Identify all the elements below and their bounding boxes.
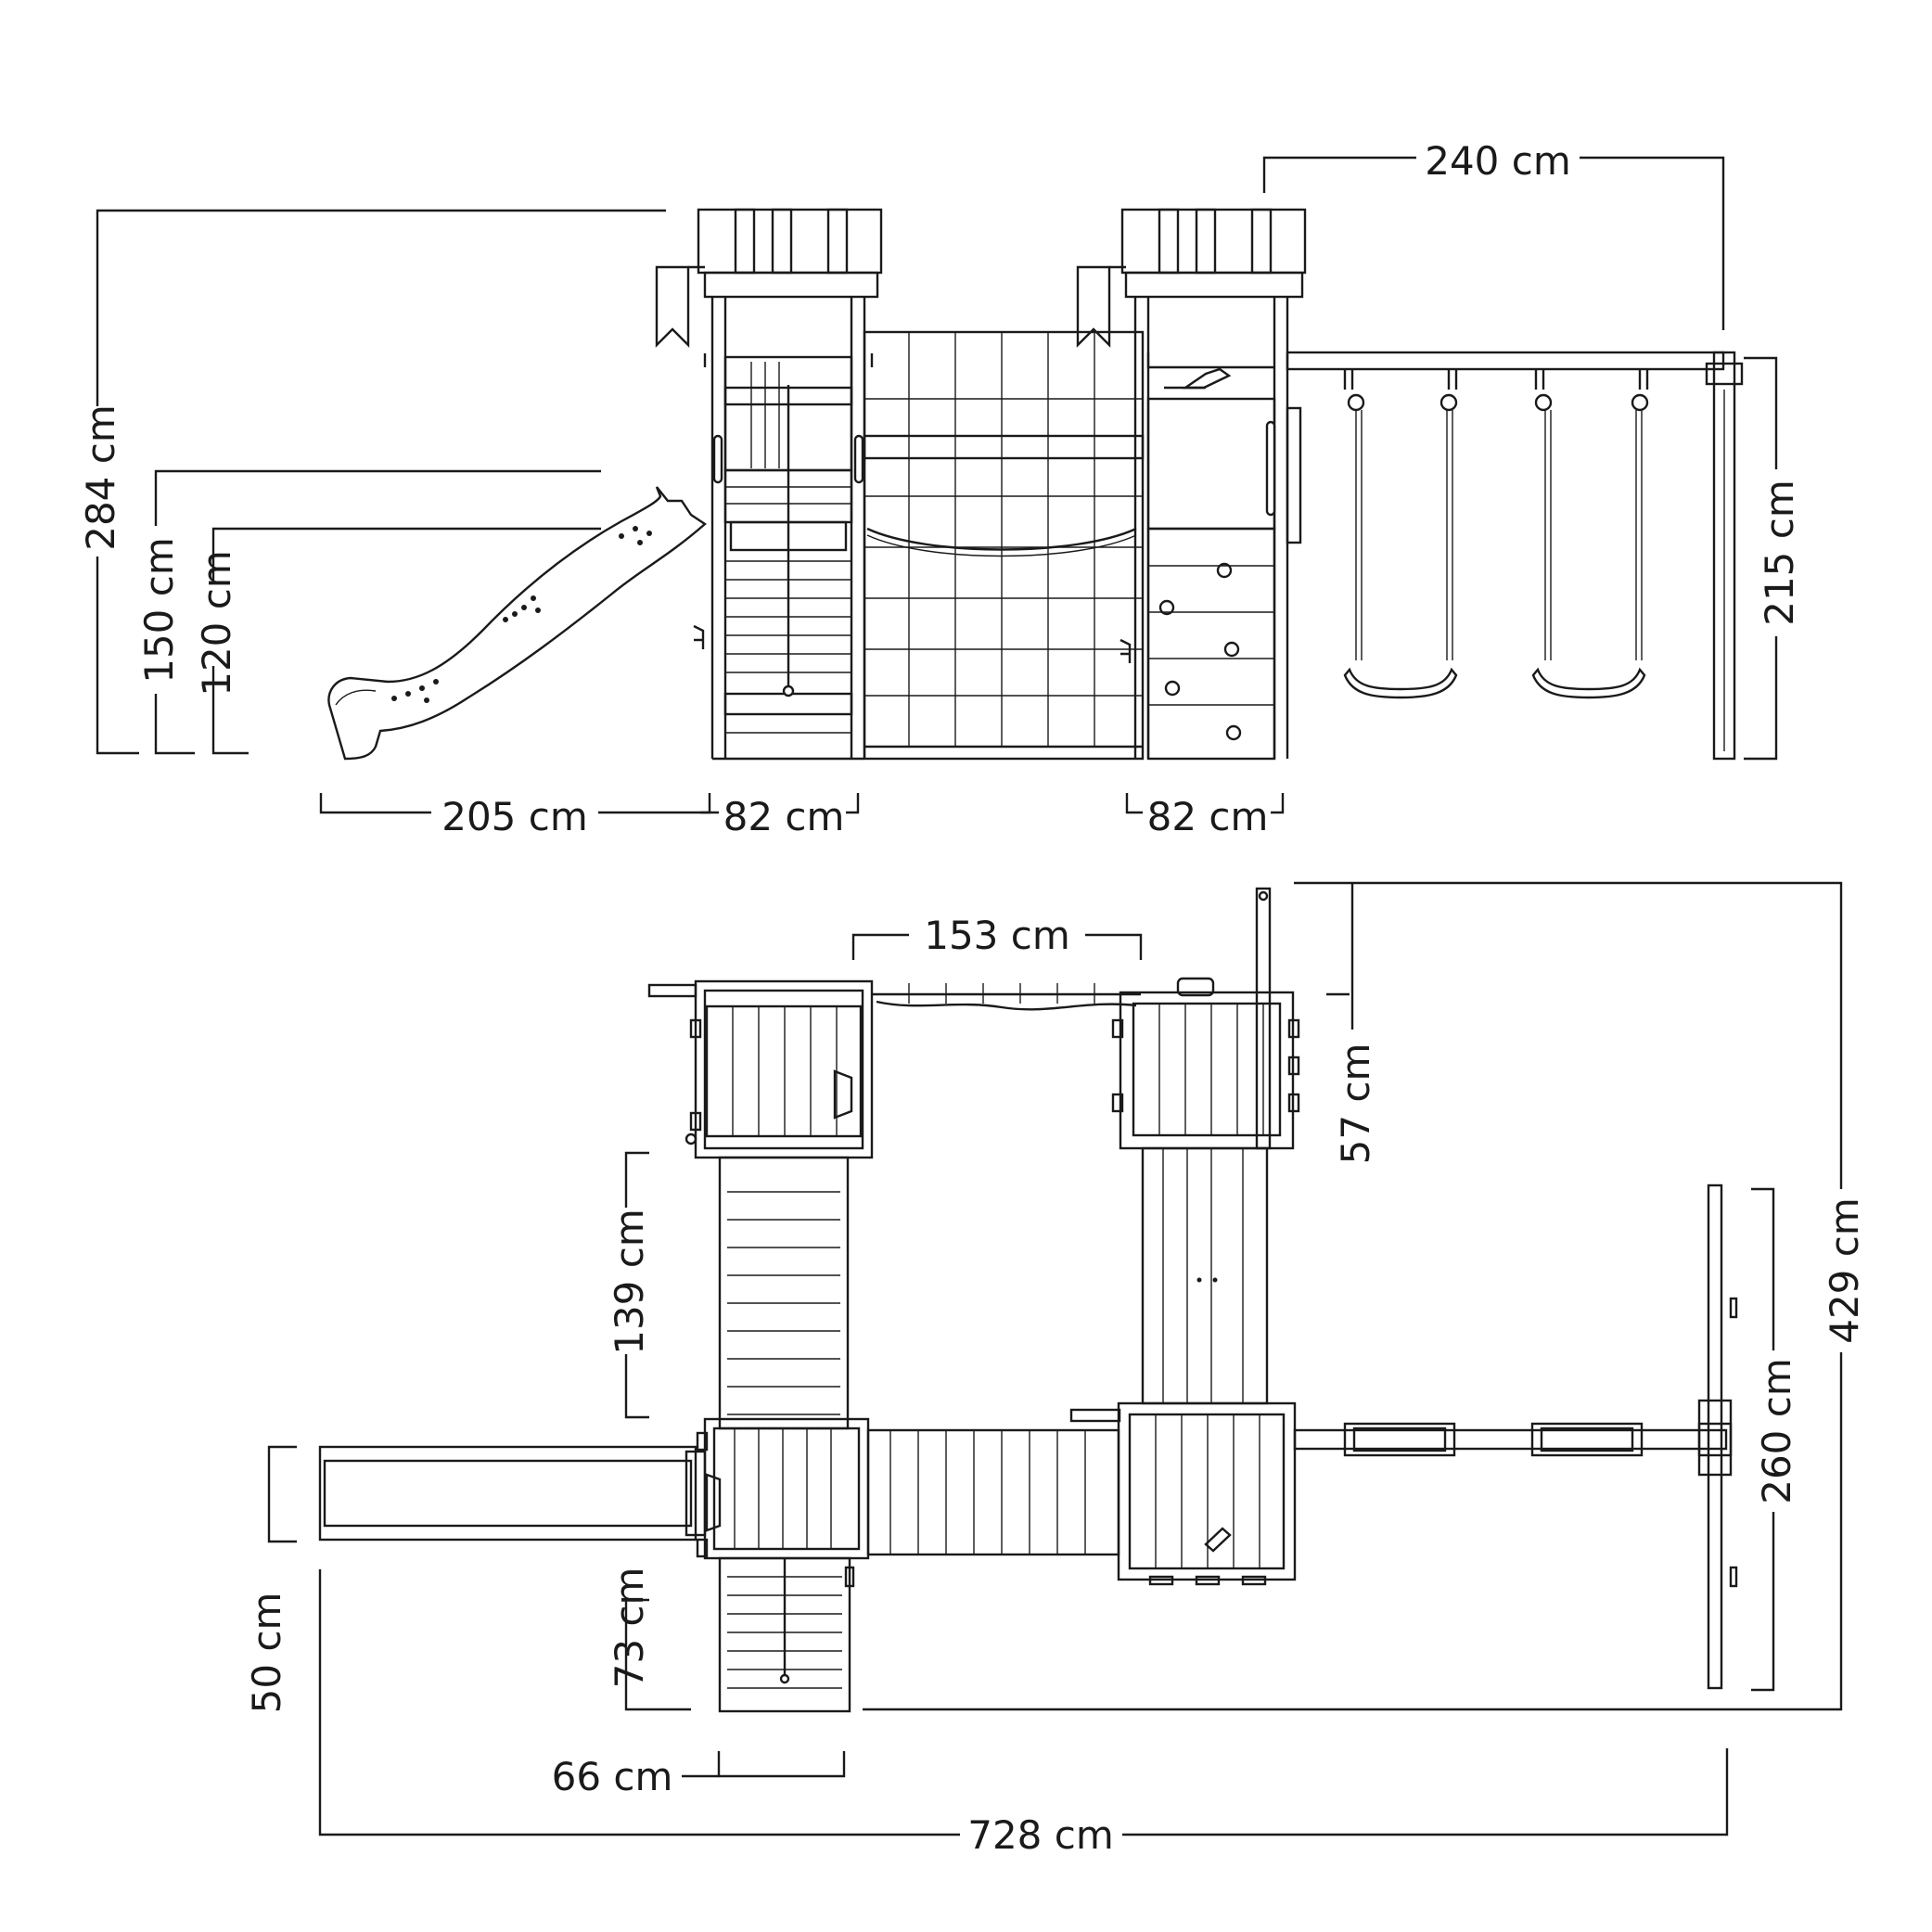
dim-label-215: 215 cm: [1757, 480, 1802, 626]
plan-tower-top-left: [647, 979, 874, 1159]
plan-tower-bottom-right: [1069, 1401, 1297, 1586]
plan-slide: [318, 1445, 707, 1542]
dim-label-73: 73 cm: [607, 1567, 652, 1689]
dim-label-150: 150 cm: [136, 537, 182, 684]
dim-label-139: 139 cm: [607, 1209, 652, 1355]
plan-rope-bridge: [872, 983, 1141, 1011]
swing-frame-side: [1286, 351, 1744, 761]
dim-label-66: 66 cm: [552, 1754, 673, 1799]
plan-swing-frame: [1293, 1184, 1738, 1690]
dim-label-57: 57 cm: [1333, 1043, 1378, 1165]
plan-walkway-right: [1141, 1146, 1269, 1405]
plan-dimension-lines: [267, 881, 1843, 1836]
dim-label-205: 205 cm: [441, 794, 588, 839]
climbing-net: [863, 330, 1145, 761]
top-view: 153 cm 57 cm 429 cm 139 cm 260 cm 50 cm …: [244, 881, 1867, 1858]
dim-label-429: 429 cm: [1822, 1197, 1867, 1344]
slide-side: [327, 486, 707, 761]
dim-label-120: 120 cm: [194, 550, 239, 697]
plan-ladder-vertical: [718, 1156, 850, 1430]
dim-label-240: 240 cm: [1425, 138, 1571, 184]
right-tower: [1076, 208, 1307, 761]
slide-holes: [391, 526, 652, 703]
side-dimension-lines: [96, 156, 1778, 814]
plan-step-ladder: [718, 1556, 855, 1713]
dim-label-153: 153 cm: [924, 913, 1070, 958]
dim-label-728: 728 cm: [967, 1812, 1114, 1858]
dim-label-82-right: 82 cm: [1147, 794, 1269, 839]
plan-tower-bottom-left: [696, 1417, 870, 1560]
dim-label-260: 260 cm: [1754, 1358, 1799, 1504]
dim-label-50: 50 cm: [244, 1593, 289, 1714]
side-view: 284 cm 150 cm 120 cm 240 cm 215 cm 205 c…: [78, 138, 1802, 839]
plan-bridge-deck: [866, 1428, 1120, 1556]
dim-label-284: 284 cm: [78, 404, 123, 551]
plan-tower-top-right: [1111, 887, 1300, 1150]
left-tower: [655, 208, 883, 761]
dim-label-82-left: 82 cm: [723, 794, 845, 839]
